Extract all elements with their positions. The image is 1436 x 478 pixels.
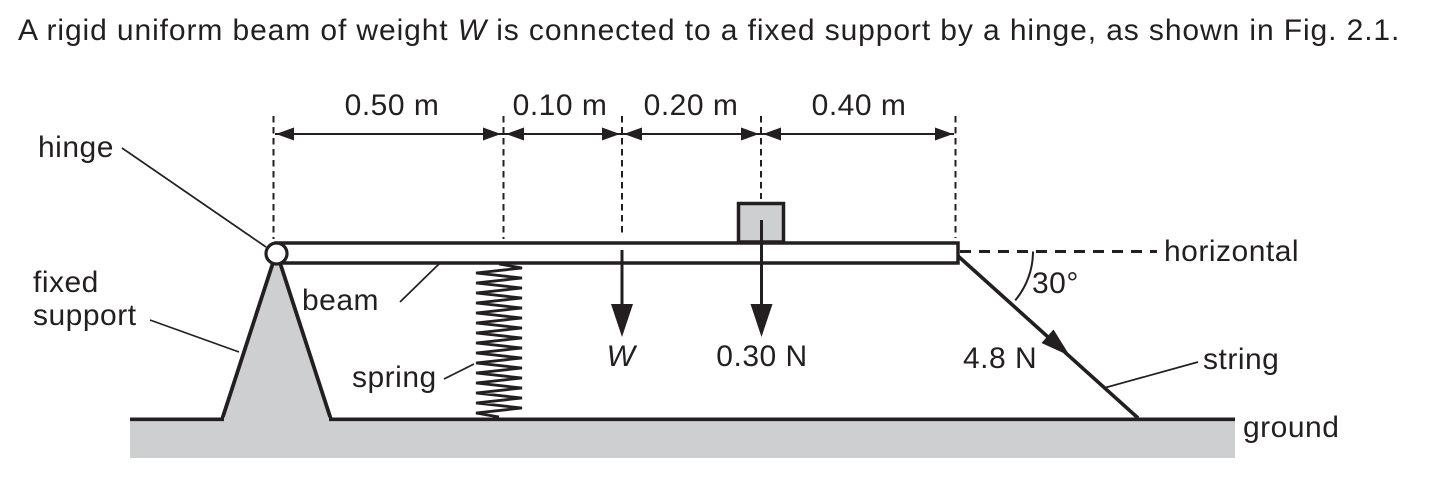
string-label: string — [1203, 343, 1279, 376]
fixed-support-shape — [220, 245, 333, 419]
dim-label-0-50m: 0.50 m — [345, 89, 440, 122]
dim-arrowhead-left-3 — [624, 127, 642, 141]
hinge-leader-line — [121, 147, 267, 248]
beam-leader-line — [399, 261, 442, 303]
spring-leader-line — [443, 363, 475, 380]
string-arrowhead — [1041, 329, 1070, 356]
string-tension-label: 4.8 N — [963, 342, 1037, 375]
dim-arrowhead-right-1 — [483, 127, 501, 141]
weight-symbol-label: W — [607, 340, 638, 373]
caption-weight-symbol: W — [458, 14, 489, 47]
horizontal-label: horizontal — [1164, 235, 1299, 268]
angle-label: 30° — [1032, 267, 1079, 300]
string-leader-line — [1103, 361, 1199, 389]
caption-post: is connected to a fixed support by a hin… — [487, 14, 1400, 47]
weight-arrowhead — [611, 304, 633, 337]
caption-pre: A rigid uniform beam of weight — [18, 14, 458, 47]
beam-label: beam — [302, 284, 379, 317]
dim-arrowhead-left-4 — [763, 127, 781, 141]
load-force-label: 0.30 N — [716, 340, 807, 373]
figure-caption: A rigid uniform beam of weight W is conn… — [18, 14, 1400, 47]
dim-label-0-10m: 0.10 m — [513, 89, 608, 122]
dim-label-0-40m: 0.40 m — [812, 89, 907, 122]
hinge-label: hinge — [38, 131, 114, 164]
beam-rect — [274, 241, 960, 265]
fixed-support-label-line2: support — [33, 299, 137, 332]
ground-label: ground — [1243, 411, 1339, 444]
fixed-support-leader-line — [149, 319, 240, 353]
spring-coil — [475, 262, 523, 419]
load-arrowhead — [750, 304, 773, 337]
dim-arrowhead-right-2 — [602, 127, 620, 141]
spring-label: spring — [352, 361, 437, 394]
dim-arrowhead-left-2 — [506, 127, 524, 141]
dim-label-0-20m: 0.20 m — [644, 89, 739, 122]
angle-arc — [1014, 251, 1034, 302]
fixed-support-label-line1: fixed — [33, 266, 99, 299]
ground-surface — [130, 417, 1235, 458]
dim-arrowhead-right-4 — [935, 127, 953, 141]
dim-arrowhead-left-1 — [276, 127, 294, 141]
dim-arrowhead-right-3 — [741, 127, 759, 141]
hinge-circle — [264, 241, 289, 266]
